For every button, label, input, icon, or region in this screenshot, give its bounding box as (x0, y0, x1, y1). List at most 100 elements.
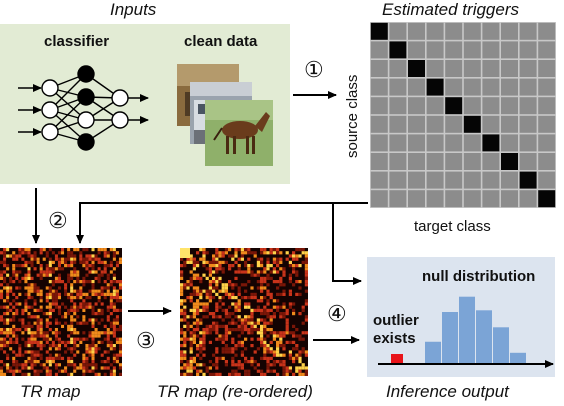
heatmap-cell (199, 369, 203, 373)
heatmap-cell (208, 312, 212, 316)
heatmap-cell (295, 257, 299, 261)
heatmap-cell (247, 321, 251, 325)
heatmap-cell (48, 360, 52, 364)
heatmap-cell (205, 302, 209, 306)
heatmap-cell (234, 251, 238, 255)
heatmap-cell (218, 296, 222, 300)
heatmap-cell (186, 315, 190, 319)
heatmap-cell (253, 328, 257, 332)
heatmap-cell (183, 366, 187, 370)
heatmap-cell (186, 324, 190, 328)
heatmap-cell (6, 344, 10, 348)
heatmap-cell (272, 257, 276, 261)
heatmap-cell (224, 331, 228, 335)
heatmap-cell (285, 328, 289, 332)
heatmap-cell (94, 350, 98, 354)
heatmap-cell (3, 286, 7, 290)
heatmap-cell (183, 283, 187, 287)
heatmap-cell (288, 289, 292, 293)
heatmap-cell (237, 360, 241, 364)
trigger-diagonal-cell (501, 153, 518, 170)
heatmap-cell (237, 299, 241, 303)
heatmap-cell (6, 356, 10, 360)
heatmap-cell (97, 273, 101, 277)
heatmap-cell (106, 286, 110, 290)
heatmap-cell (82, 292, 86, 296)
heatmap-cell (189, 356, 193, 360)
heatmap-cell (298, 248, 302, 252)
heatmap-cell (250, 324, 254, 328)
heatmap-cell (24, 305, 28, 309)
heatmap-cell (196, 286, 200, 290)
heatmap-cell (36, 321, 40, 325)
heatmap-cell (36, 324, 40, 328)
heatmap-cell (253, 296, 257, 300)
heatmap-cell (94, 292, 98, 296)
heatmap-cell (48, 248, 52, 252)
trigger-cell (501, 97, 518, 115)
heatmap-cell (6, 283, 10, 287)
heatmap-cell (85, 321, 89, 325)
heatmap-cell (18, 254, 22, 258)
heatmap-cell (231, 312, 235, 316)
heatmap-cell (183, 340, 187, 344)
histogram-bar (425, 341, 441, 363)
heatmap-cell (186, 363, 190, 367)
heatmap-cell (215, 267, 219, 271)
heatmap-cell (70, 251, 74, 255)
heatmap-cell (269, 251, 273, 255)
heatmap-cell (192, 334, 196, 338)
heatmap-cell (208, 296, 212, 300)
heatmap-cell (189, 337, 193, 341)
heatmap-cell (57, 308, 61, 312)
heatmap-cell (57, 260, 61, 264)
heatmap-cell (109, 344, 113, 348)
heatmap-cell (231, 369, 235, 373)
heatmap-cell (15, 312, 19, 316)
heatmap-cell (109, 283, 113, 287)
heatmap-cell (0, 369, 4, 373)
heatmap-cell (0, 331, 4, 335)
heatmap-cell (103, 350, 107, 354)
heatmap-cell (288, 353, 292, 357)
trigger-diagonal-cell (408, 60, 425, 77)
heatmap-cell (234, 363, 238, 367)
heatmap-cell (39, 356, 43, 360)
heatmap-cell (282, 363, 286, 367)
heatmap-cell (285, 321, 289, 325)
heatmap-cell (234, 321, 238, 325)
heatmap-cell (224, 363, 228, 367)
heatmap-cell (94, 331, 98, 335)
heatmap-cell (48, 363, 52, 367)
heatmap-cell (100, 340, 104, 344)
heatmap-cell (64, 312, 68, 316)
heatmap-cell (298, 350, 302, 354)
heatmap-cell (231, 347, 235, 351)
heatmap-cell (112, 344, 116, 348)
heatmap-cell (54, 347, 58, 351)
heatmap-cell (263, 312, 267, 316)
heatmap-cell (234, 305, 238, 309)
heatmap-cell (79, 257, 83, 261)
heatmap-cell (208, 340, 212, 344)
heatmap-cell (183, 372, 187, 376)
heatmap-cell (279, 292, 283, 296)
heatmap-cell (97, 312, 101, 316)
heatmap-cell (54, 254, 58, 258)
heatmap-cell (260, 340, 264, 344)
heatmap-cell (6, 334, 10, 338)
heatmap-cell (192, 289, 196, 293)
heatmap-cell (253, 321, 257, 325)
heatmap-cell (51, 283, 55, 287)
heatmap-cell (218, 305, 222, 309)
heatmap-cell (112, 305, 116, 309)
heatmap-cell (250, 337, 254, 341)
heatmap-cell (189, 334, 193, 338)
heatmap-cell (45, 321, 49, 325)
heatmap-cell (183, 308, 187, 312)
heatmap-cell (115, 315, 119, 319)
heatmap-cell (269, 369, 273, 373)
heatmap-cell (30, 254, 34, 258)
heatmap-cell (21, 366, 25, 370)
heatmap-cell (70, 328, 74, 332)
